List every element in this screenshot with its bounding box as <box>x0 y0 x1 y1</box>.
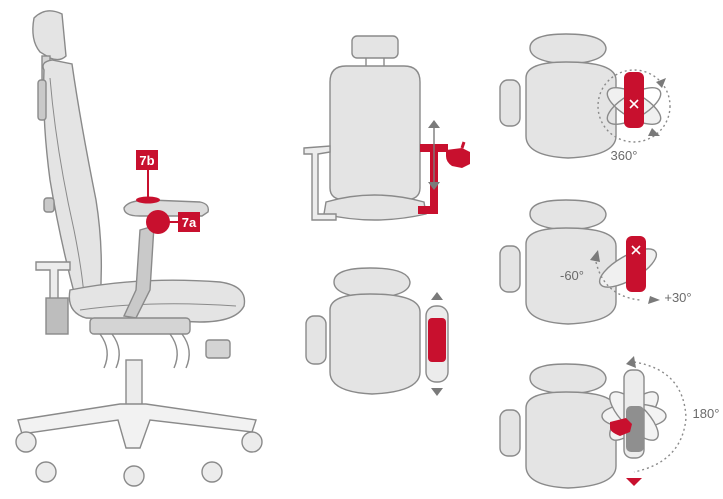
pivot-plus-label: +30° <box>664 290 691 305</box>
top-view-rotation <box>500 34 670 158</box>
armrest-depth-highlight <box>428 318 446 362</box>
seat-cushion <box>69 280 244 322</box>
headrest <box>33 11 66 60</box>
hand-icon <box>446 142 470 168</box>
chair-side-view <box>16 11 262 486</box>
front-view-height-adjust <box>304 36 426 220</box>
armrest-pivot-highlight <box>626 236 646 292</box>
top-view-depth-adjust <box>306 268 448 394</box>
callout-7b: 7b <box>136 150 160 204</box>
rotation-360-label: 360° <box>611 148 638 163</box>
backrest-front <box>330 66 420 200</box>
height-arrows-icon <box>428 120 440 190</box>
swing-180-label: 180° <box>693 406 720 421</box>
chair-base <box>18 404 256 448</box>
armrest-rotation-highlight <box>624 72 644 128</box>
top-view-swing <box>500 362 686 488</box>
callout-7b-label: 7b <box>139 153 154 168</box>
pivot-minus-label: -60° <box>560 268 584 283</box>
callout-7a-label: 7a <box>182 215 197 230</box>
seat-front <box>324 195 426 220</box>
